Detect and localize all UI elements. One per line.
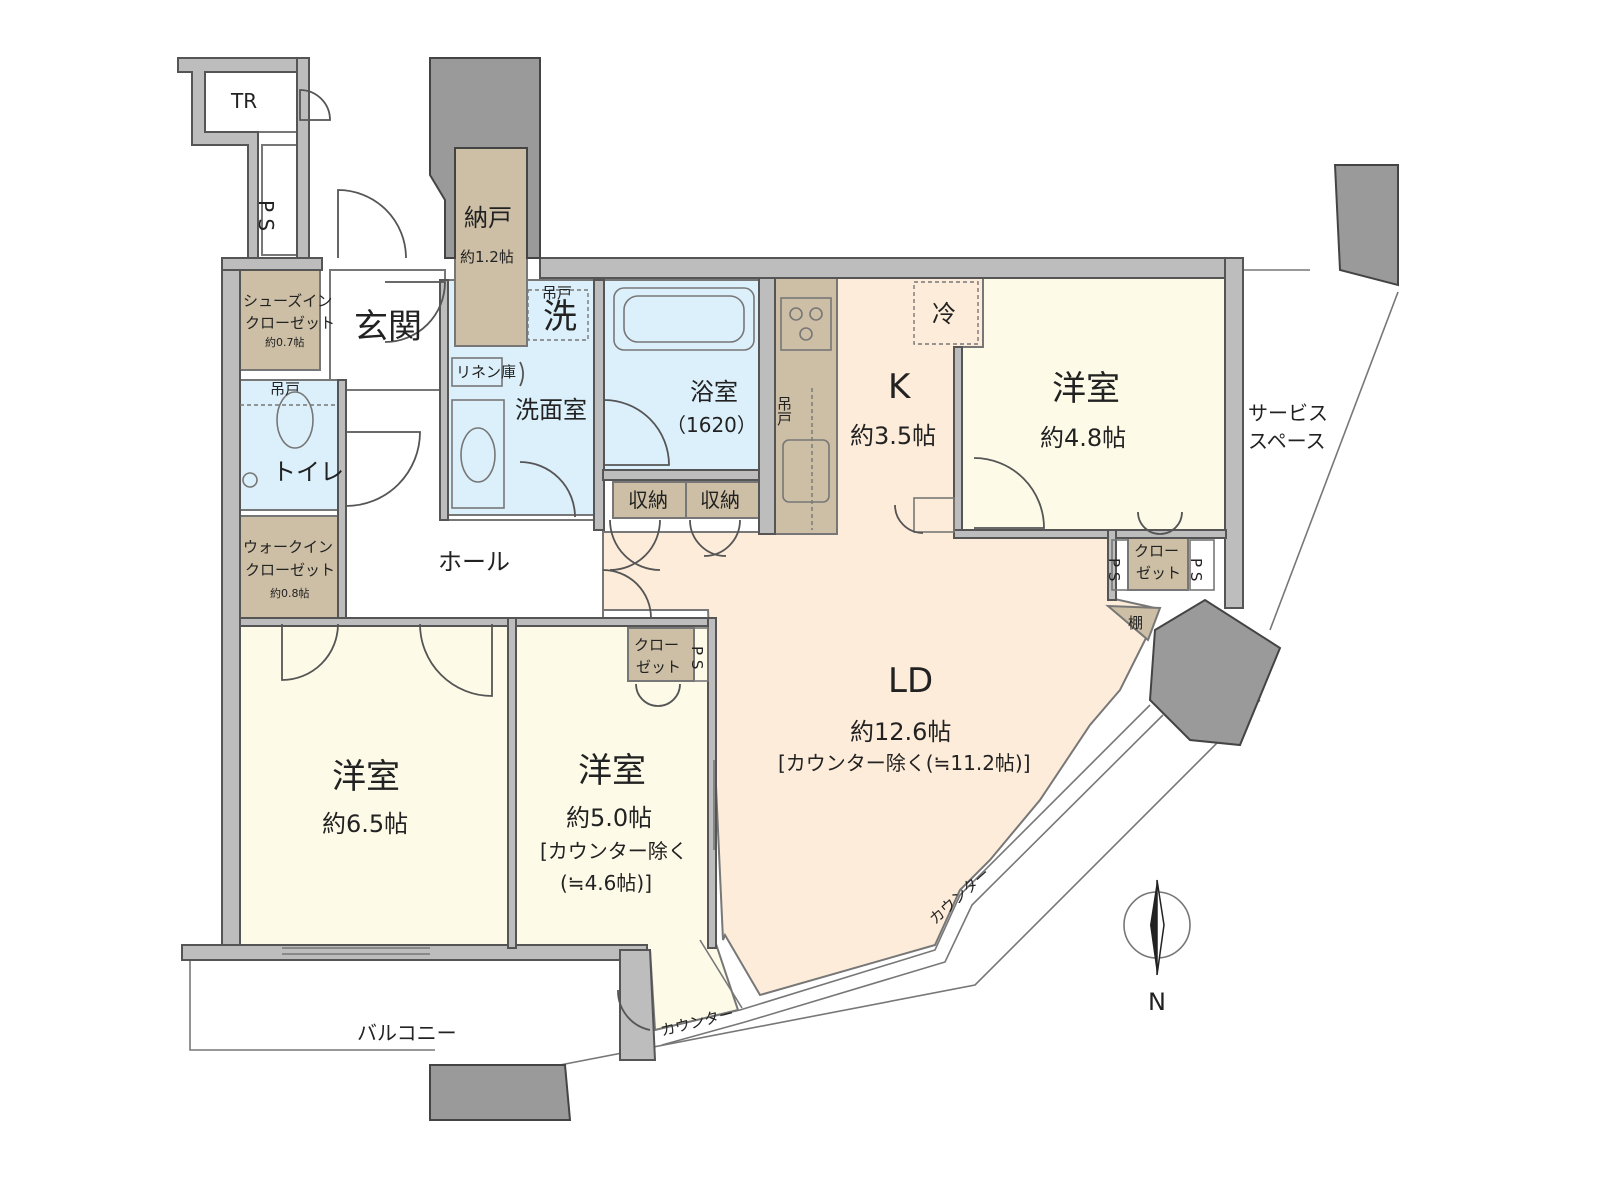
western-s-name: 洋室 bbox=[578, 751, 646, 791]
ld-area: 約12.6帖 bbox=[850, 718, 951, 746]
kitchen-name: K bbox=[888, 367, 912, 407]
tr-room bbox=[204, 71, 298, 133]
walls bbox=[177, 57, 1399, 1121]
shelf-label: 棚 bbox=[1128, 614, 1143, 632]
storage-area: 約1.2帖 bbox=[460, 248, 514, 266]
kitchen-sink bbox=[782, 439, 830, 503]
fridge-space bbox=[913, 281, 979, 345]
toilet-room bbox=[239, 379, 339, 511]
entrance-label: 玄関 bbox=[354, 307, 422, 347]
closet-ne-line1: クロー bbox=[1134, 542, 1179, 560]
western-sw-area: 約6.5帖 bbox=[322, 810, 408, 838]
walkin-closet-line1: ウォークイン bbox=[243, 538, 333, 556]
shoe-closet bbox=[239, 269, 321, 371]
wash-basin bbox=[451, 399, 505, 509]
toilet-label: トイレ bbox=[272, 458, 344, 486]
storage-b bbox=[685, 481, 760, 519]
closet-ne-line2: ゼット bbox=[1136, 564, 1181, 582]
service-space-line2: スペース bbox=[1248, 429, 1326, 453]
room-fills bbox=[204, 71, 1226, 1032]
hall-label: ホール bbox=[438, 548, 510, 576]
walkin-closet-line2: クローゼット bbox=[245, 561, 335, 579]
closet-ne bbox=[1127, 534, 1189, 591]
ps-s-label: P S bbox=[688, 646, 706, 669]
compass-icon: N bbox=[1123, 879, 1191, 1016]
walkin-closet bbox=[239, 515, 339, 621]
tr-label: TR bbox=[230, 89, 257, 113]
washroom-label: 洗面室 bbox=[515, 396, 587, 424]
western-s-note-line1: [カウンター除く bbox=[540, 839, 688, 863]
compass-north-label: N bbox=[1148, 988, 1166, 1016]
western-ne-name: 洋室 bbox=[1052, 369, 1120, 409]
closet-s-line2: ゼット bbox=[636, 658, 681, 676]
balcony-label: バルコニー bbox=[357, 1021, 457, 1045]
walkin-closet-area: 約0.8帖 bbox=[270, 586, 310, 600]
western-s-area: 約5.0帖 bbox=[566, 804, 652, 832]
western-s-note-line2: (≒4.6帖)] bbox=[560, 871, 652, 895]
ld-name: LD bbox=[888, 661, 933, 701]
toilet-bowl bbox=[276, 391, 314, 449]
western-ne-area: 約4.8帖 bbox=[1040, 424, 1126, 452]
shoe-closet-area: 約0.7帖 bbox=[265, 335, 305, 349]
ld-note: [カウンター除く(≒11.2帖)] bbox=[778, 751, 1031, 775]
doors bbox=[281, 89, 1183, 1031]
ps-ne-left-label: P S bbox=[1105, 558, 1123, 581]
fixtures bbox=[240, 281, 1215, 955]
storage-a bbox=[612, 481, 687, 519]
washer-label: 洗 bbox=[543, 297, 577, 337]
hanging-cabinet-toilet: 吊戸 bbox=[270, 380, 300, 398]
bathroom-size: （1620） bbox=[666, 413, 757, 437]
western-sw-name: 洋室 bbox=[332, 757, 400, 797]
hanging-cabinet-kitchen: 吊戸 bbox=[775, 396, 793, 426]
storage-b-label: 収納 bbox=[700, 488, 740, 512]
entrance-room bbox=[329, 269, 446, 391]
stove bbox=[780, 297, 832, 351]
shoe-closet-line2: クローゼット bbox=[245, 314, 335, 332]
washer-space bbox=[527, 289, 589, 341]
hanging-cabinet-washroom: 吊戸 bbox=[542, 284, 572, 302]
ps-top-room bbox=[261, 144, 298, 256]
fridge-label: 冷 bbox=[932, 300, 956, 328]
labels: TR P S 納戸 約1.2帖 シューズイン クローゼット 約0.7帖 玄関 吊… bbox=[230, 89, 1328, 1045]
storage-room bbox=[454, 147, 528, 347]
service-space-line1: サービス bbox=[1248, 401, 1328, 425]
ps-top-label: P S bbox=[254, 200, 278, 231]
closet-s-line1: クロー bbox=[634, 636, 679, 654]
bathroom-name: 浴室 bbox=[690, 378, 738, 406]
storage-name: 納戸 bbox=[464, 204, 512, 232]
shelf bbox=[1105, 604, 1162, 642]
linen-shelf bbox=[451, 357, 503, 387]
bathroom-room bbox=[603, 279, 760, 471]
linen-label: リネン庫 bbox=[456, 363, 516, 381]
storage-a-label: 収納 bbox=[628, 488, 668, 512]
bathtub bbox=[613, 287, 755, 351]
kitchen-area: 約3.5帖 bbox=[850, 422, 936, 450]
shoe-closet-line1: シューズイン bbox=[243, 292, 332, 310]
ps-ne-right-label: P S bbox=[1187, 558, 1205, 581]
